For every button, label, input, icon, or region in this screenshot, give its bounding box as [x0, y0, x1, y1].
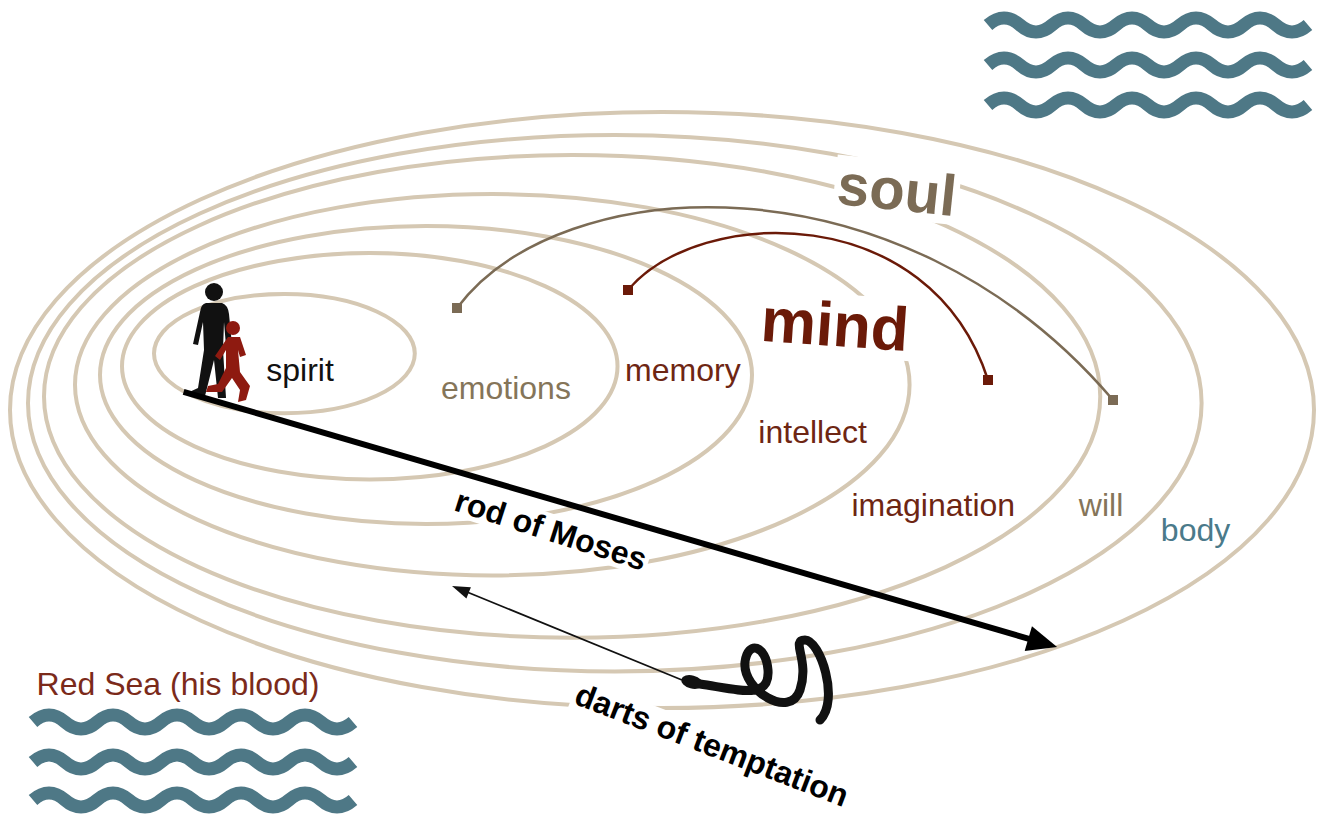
ring-label: emotions: [441, 372, 571, 404]
arrow-head: [1025, 626, 1057, 651]
dart-head: [452, 586, 471, 598]
waves-red-sea: [33, 715, 353, 807]
ring-label: body: [1161, 514, 1230, 546]
figure-head: [226, 321, 240, 335]
child-figure: [206, 321, 250, 402]
ring-region: memory emotions spirit: [100, 226, 752, 524]
bracket-end: [452, 303, 462, 313]
wave: [988, 98, 1308, 112]
wave: [33, 793, 353, 807]
ring-ellipse: [44, 155, 1100, 638]
waves-top: [988, 18, 1308, 112]
ring-label: intellect: [758, 416, 867, 448]
ring-ellipse: [100, 226, 752, 524]
mind-bracket: [623, 233, 993, 385]
ring-ellipse: [122, 253, 618, 479]
wave: [988, 58, 1308, 72]
bracket-end: [1108, 395, 1118, 405]
ring-region: will imagination intellect memory emotions sp…: [28, 135, 1202, 671]
arrow-label: darts of temptation: [568, 677, 856, 813]
wave: [33, 715, 353, 729]
wave: [988, 18, 1308, 32]
ring-label: spirit: [266, 354, 334, 386]
ring-ellipse: [10, 112, 1314, 708]
sea-label: Red Sea (his blood): [34, 668, 323, 700]
rod-arrow: [184, 392, 1058, 651]
group-label: soul: [832, 155, 963, 226]
ring-label: will: [1079, 489, 1123, 521]
ring-outline: [10, 112, 1314, 708]
ring-ellipse: [154, 294, 415, 413]
ring-label: imagination: [851, 489, 1015, 521]
bracket-end: [983, 375, 993, 385]
figure-body: [206, 337, 250, 402]
group-label: mind: [756, 289, 914, 362]
figure-head: [205, 283, 223, 301]
ring-region: body will imagination intellect memory emotio…: [10, 112, 1314, 708]
snake-head: [680, 673, 705, 691]
ring-ellipse: [28, 135, 1202, 671]
ring-label: memory: [625, 354, 741, 386]
wave: [33, 755, 353, 769]
bracket-end: [623, 285, 633, 295]
